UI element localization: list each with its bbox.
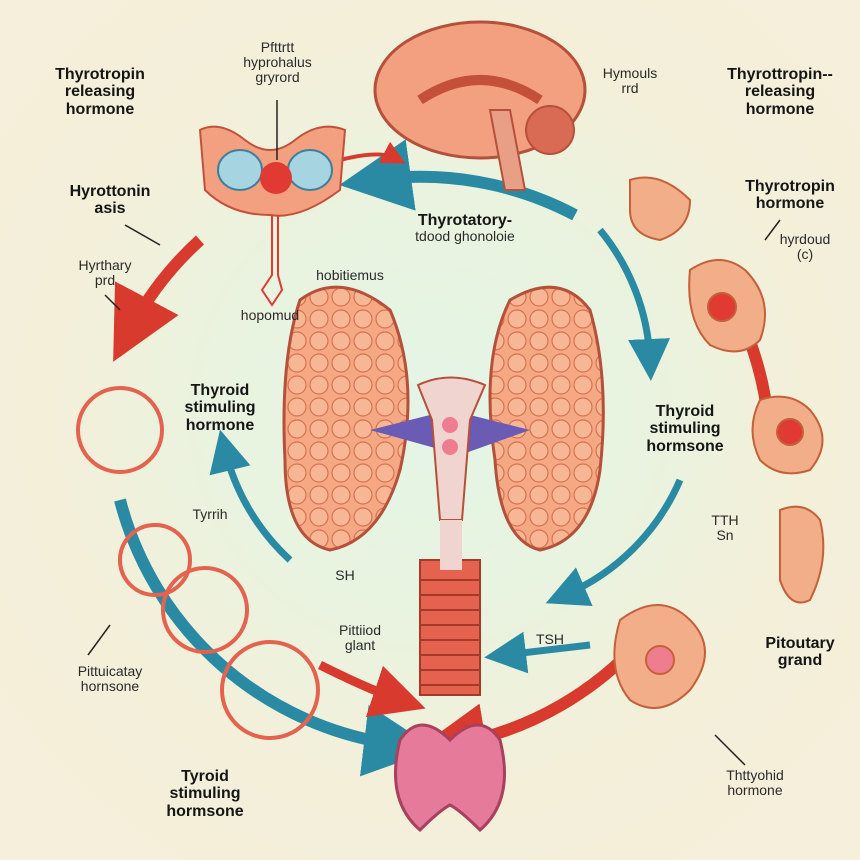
label-line: stimuling: [184, 399, 256, 417]
label-line: glant: [344, 637, 376, 654]
label-line: Pittiiod: [338, 622, 382, 638]
label-line: Tyroid: [181, 768, 229, 785]
label-line: Thyroid: [190, 382, 250, 399]
heart-organ-illustration: [394, 723, 506, 833]
label-line: hormsone: [166, 802, 244, 820]
label-thyrotatory: Thyrotatory-tdood ghonoloie: [385, 212, 545, 244]
thyroid-gland-illustration: [282, 285, 605, 696]
label-line: Sn: [716, 527, 734, 544]
label-line: Pitoutary: [765, 635, 835, 652]
label-hopomud: hopomud: [240, 307, 300, 323]
pituitary-illustration: [613, 176, 825, 709]
arrow-teal-top: [339, 139, 578, 221]
label-line: hyprohalus: [243, 54, 312, 71]
hypothalamus-illustration: [198, 100, 347, 307]
label-line: Thyrottropin--: [727, 66, 833, 83]
brain-illustration: [373, 20, 587, 191]
label-line: Pfttrtt: [260, 39, 295, 55]
label-line: hormone: [65, 100, 135, 118]
label-line: Thyrotropin: [745, 178, 835, 195]
label-line: Hyrthary: [78, 257, 132, 273]
label-line: gryrord: [255, 69, 300, 86]
label-line: tdood ghonoloie: [415, 228, 515, 245]
label-line: Hymouls: [602, 65, 658, 81]
label-line: hornsone: [80, 678, 140, 695]
hormone-rings-illustration: [76, 386, 320, 740]
label-hyrdoud: hyrdoud(c): [765, 231, 845, 263]
label-line: asis: [94, 200, 126, 218]
label-line: rrd: [621, 80, 639, 97]
label-line: hormone: [185, 416, 255, 434]
label-line: hormone: [727, 782, 783, 799]
label-line: releasing: [744, 83, 816, 101]
label-line: Pittuicatay: [77, 663, 143, 679]
label-line: stimuling: [649, 420, 721, 438]
label-line: hormsone: [646, 437, 724, 455]
label-line: hyrdoud: [779, 231, 831, 247]
label-line: Thyrotropin: [55, 66, 145, 83]
label-line: hormone: [755, 195, 825, 213]
label-sh: SH: [335, 567, 355, 583]
label-line: hormone: [745, 100, 815, 118]
label-line: Thyrotatory-: [417, 212, 513, 229]
label-tyrrih: Tyrrih: [192, 506, 228, 522]
label-line: Hyrottonin: [69, 183, 151, 200]
label-line: Thttyohid: [726, 767, 784, 783]
label-line: (c): [796, 246, 814, 263]
label-hobitiemus: hobitiemus: [316, 267, 384, 283]
label-line: releasing: [64, 83, 136, 101]
label-line: Thyroid: [655, 403, 715, 420]
label-line: prd: [94, 272, 116, 289]
label-line: TTH: [711, 512, 739, 528]
label-line: grand: [777, 652, 823, 670]
label-tsh: TSH: [536, 631, 564, 647]
label-line: stimuling: [169, 785, 241, 803]
